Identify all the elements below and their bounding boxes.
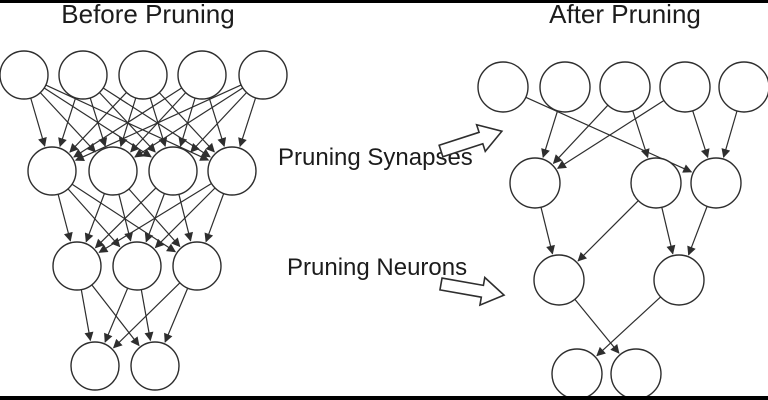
synapse-edge — [238, 97, 257, 148]
synapse-edge — [552, 104, 609, 164]
synapse-edge — [556, 99, 665, 169]
synapse-edge — [57, 194, 73, 242]
neuron-node — [533, 254, 585, 306]
synapse-edge — [118, 194, 133, 242]
letterbox-top — [0, 0, 768, 3]
neuron-node — [52, 241, 102, 291]
before-title: Before Pruning — [61, 0, 234, 29]
neuron-node — [177, 50, 227, 100]
neuron-node — [238, 50, 288, 100]
synapse-edge — [80, 289, 94, 342]
letterbox-bottom — [0, 396, 768, 400]
neuron-node — [88, 146, 138, 196]
synapse-edge — [30, 97, 47, 147]
neuron-node — [539, 61, 591, 113]
neuron-node — [690, 157, 742, 209]
block-arrow-up-right-icon — [438, 123, 504, 158]
neuron-node — [130, 341, 180, 391]
neuron-node — [659, 61, 711, 113]
synapse-edge — [69, 91, 127, 153]
synapse-edge — [164, 287, 189, 343]
synapse-edge — [721, 110, 738, 158]
synapse-edge — [84, 193, 106, 243]
synapse-edge — [112, 282, 181, 349]
neuron-node — [718, 61, 768, 113]
synapse-edge — [73, 87, 183, 158]
synapse-edge — [577, 200, 639, 262]
synapse-edge — [661, 207, 676, 255]
neuron-node — [0, 50, 49, 100]
neuron-node — [599, 61, 651, 113]
synapse-edge — [190, 92, 248, 153]
synapse-edge — [91, 284, 140, 347]
synapse-edge — [541, 110, 559, 159]
neuron-node — [27, 146, 77, 196]
neuron-node — [509, 157, 561, 209]
neuron-node — [610, 348, 662, 400]
synapse-edge — [540, 207, 555, 255]
synapse-edge — [104, 287, 129, 343]
block-arrow-down-right-icon — [439, 275, 506, 307]
synapse-edge — [134, 87, 244, 158]
pruning-neurons-label: Pruning Neurons — [287, 254, 467, 281]
synapse-edge — [692, 110, 710, 159]
synapse-edge — [158, 92, 215, 153]
synapse-edge — [208, 97, 227, 148]
synapse-edge — [58, 97, 77, 148]
synapse-edge — [596, 296, 662, 357]
neuron-node — [70, 341, 120, 391]
synapse-edge — [98, 182, 212, 253]
synapse-edge — [574, 298, 620, 354]
neuron-node — [207, 146, 257, 196]
neuron-node — [148, 146, 198, 196]
neuron-node — [630, 157, 682, 209]
synapse-edge — [71, 183, 177, 253]
neuron-node — [112, 241, 162, 291]
after-title: After Pruning — [549, 0, 701, 29]
synapse-edge — [632, 110, 650, 159]
synapse-edge — [128, 188, 181, 248]
synapse-edge — [74, 84, 242, 161]
synapse-edge — [94, 187, 157, 249]
neuron-node — [653, 254, 705, 306]
neuron-node — [172, 241, 222, 291]
neuron-node — [118, 50, 168, 100]
synapse-edge — [154, 187, 216, 249]
neuron-node — [477, 61, 529, 113]
synapse-edge — [140, 289, 154, 342]
neuron-node — [551, 348, 603, 400]
synapse-edge — [204, 193, 225, 243]
synapse-edge — [178, 97, 196, 147]
before-network — [0, 50, 288, 391]
synapse-edge — [67, 188, 121, 248]
neuron-node — [58, 50, 108, 100]
synapse-edge — [687, 206, 708, 256]
after-network — [477, 61, 768, 400]
